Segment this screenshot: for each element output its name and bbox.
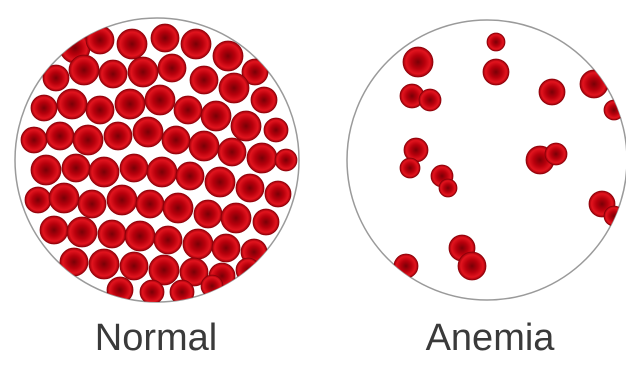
red-blood-cell [62,154,90,182]
red-blood-cell [21,127,47,153]
red-blood-cell [458,252,486,280]
anemia-caption: Anemia [340,316,626,360]
red-blood-cell [120,252,148,280]
red-blood-cell [205,167,235,197]
red-blood-cell [275,149,297,171]
red-blood-cell [183,229,213,259]
red-blood-cell [212,234,240,262]
red-blood-cell [236,174,264,202]
red-blood-cell [264,118,288,142]
red-blood-cell [174,96,202,124]
red-blood-cell [86,96,114,124]
red-blood-cell [117,29,147,59]
red-blood-cell [247,143,277,173]
red-blood-cell [539,79,565,105]
red-blood-cell [221,203,251,233]
red-blood-cell [107,277,133,303]
red-blood-cell [201,275,223,297]
red-blood-cell [115,89,145,119]
red-blood-cell [163,193,193,223]
red-blood-cell [46,122,74,150]
red-blood-cell [78,190,106,218]
red-blood-cell [67,217,97,247]
red-blood-cell [176,162,204,190]
red-blood-cell [419,89,441,111]
red-blood-cell [219,73,249,103]
red-blood-cell [99,60,127,88]
red-blood-cell [140,280,164,304]
red-blood-cell [133,117,163,147]
red-blood-cell [400,158,420,178]
red-blood-cell [128,57,158,87]
red-blood-cell [190,66,218,94]
red-blood-cell [604,206,624,226]
red-blood-cell [145,85,175,115]
red-blood-cell [253,209,279,235]
red-blood-cell [43,65,69,91]
red-blood-cell [49,183,79,213]
red-blood-cell [57,89,87,119]
red-blood-cell [31,155,61,185]
red-blood-cell [213,41,243,71]
red-blood-cell [189,131,219,161]
red-blood-cell [154,226,182,254]
red-blood-cell [151,24,179,52]
red-blood-cell [487,33,505,51]
red-blood-cell [89,249,119,279]
red-blood-cell [89,157,119,187]
red-blood-cell [107,185,137,215]
red-blood-cell [25,187,51,213]
red-blood-cell [403,47,433,77]
red-blood-cell [136,190,164,218]
anemia-blood-panel [347,20,626,300]
red-blood-cell [120,154,148,182]
red-blood-cell [158,54,186,82]
red-blood-cell [194,200,222,228]
red-blood-cell [218,138,246,166]
red-blood-cell [251,87,277,113]
red-blood-cell [73,125,103,155]
red-blood-cell [60,248,88,276]
red-blood-cell [545,143,567,165]
red-blood-cell [483,59,509,85]
normal-blood-panel [15,18,299,304]
anemia-sample-circle [347,20,626,300]
red-blood-cell [147,157,177,187]
red-blood-cell [40,216,68,244]
red-blood-cell [98,220,126,248]
red-blood-cell [439,179,457,197]
red-blood-cell [231,111,261,141]
red-blood-cell [104,122,132,150]
red-blood-cell [69,55,99,85]
red-blood-cell [86,26,114,54]
red-blood-cell [162,126,190,154]
red-blood-cell [580,70,608,98]
red-blood-cell [181,29,211,59]
red-blood-cell [265,181,291,207]
normal-caption: Normal [6,316,306,360]
red-blood-cell [31,95,57,121]
red-blood-cell [125,221,155,251]
red-blood-cell [201,101,231,131]
